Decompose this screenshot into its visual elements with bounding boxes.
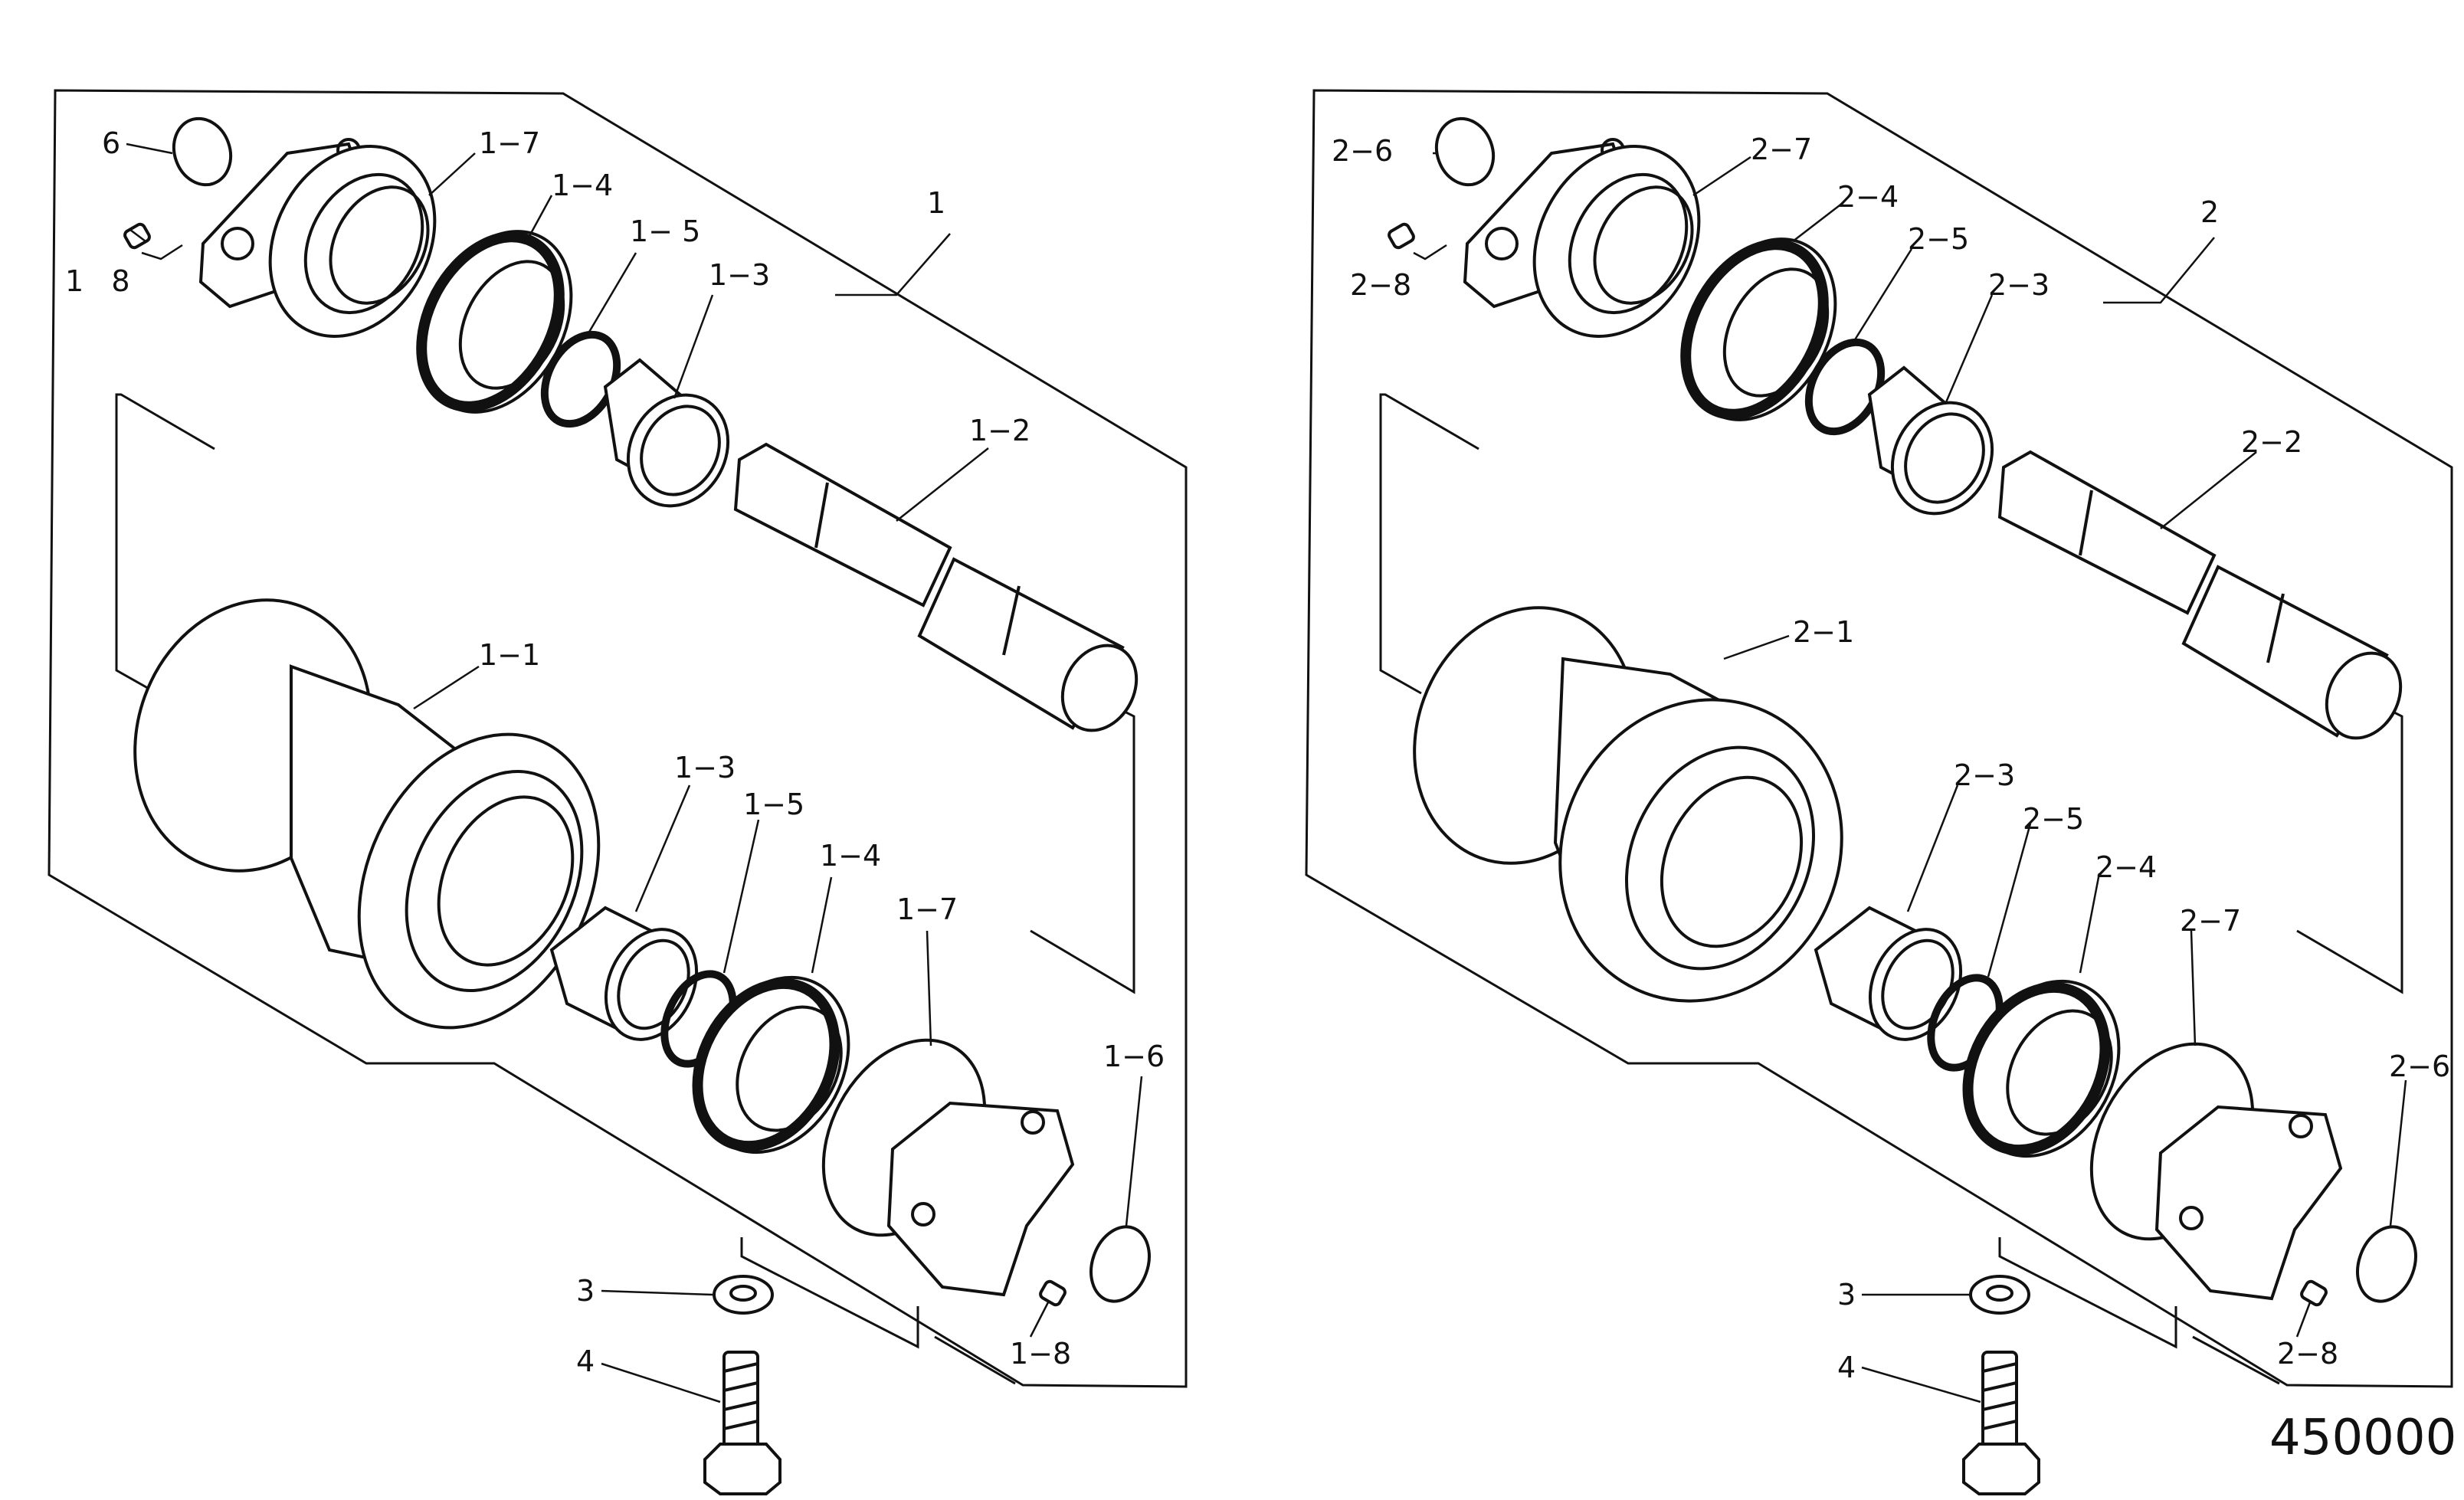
left-guide-upper <box>115 393 215 695</box>
left-snap-ring-bottom <box>1089 1225 1151 1303</box>
right-seal-top <box>1680 237 1837 421</box>
left-callout-shaft: 1−2 <box>969 414 1030 447</box>
right-seal-bottom <box>1962 979 2121 1158</box>
right-snap-ring-bottom <box>2356 1225 2417 1303</box>
left-callout-plug-bottom: 1−8 <box>1010 1337 1071 1371</box>
left-collar-bottom <box>821 1038 1075 1297</box>
left-callout-bushing-top: 1−3 <box>709 258 770 292</box>
right-callout-seal-bottom: 2−4 <box>2095 850 2157 884</box>
right-snap-ring-top <box>1434 116 1496 187</box>
left-callout-collar-bottom: 1−7 <box>896 892 958 926</box>
left-washer <box>713 1275 774 1315</box>
left-snap-ring-top <box>172 116 233 187</box>
right-leader-lines <box>1413 152 2407 1403</box>
left-bolt <box>703 1351 781 1495</box>
left-callout-collar-top: 1−7 <box>479 126 540 160</box>
right-callout-snap-ring-bottom: 2−6 <box>2389 1050 2450 1083</box>
right-plug-top <box>1388 222 1415 250</box>
right-callout-washer: 3 <box>1837 1278 1856 1312</box>
document-number: 450000 <box>2269 1410 2456 1466</box>
left-guide-lower <box>1030 707 1135 994</box>
left-seal-bottom <box>692 975 850 1154</box>
right-callout-bolt: 4 <box>1837 1351 1856 1384</box>
right-bolt <box>1962 1351 2040 1495</box>
right-collar-top <box>1463 138 1701 339</box>
right-bushing-bottom <box>1814 906 1963 1041</box>
left-callout-roller: 1−1 <box>479 638 540 672</box>
left-shaft <box>733 442 1139 732</box>
left-callout-seal-top: 1−4 <box>552 169 613 202</box>
left-callout-snap-ring-bottom: 1−6 <box>1103 1040 1165 1073</box>
left-guide-bolt <box>740 1237 1016 1385</box>
right-callout-assembly: 2 <box>2200 195 2219 229</box>
left-leader-lines <box>126 142 1143 1403</box>
right-assembly-boundary <box>1305 89 2453 1388</box>
right-guide-upper <box>1379 393 1479 695</box>
left-collar-top <box>198 138 437 339</box>
left-callout-seal-bottom: 1−4 <box>820 839 881 873</box>
right-assembly: 2 2−6 2−8 2−7 2−4 2−5 2−3 2−2 2−1 2−3 2−… <box>1305 89 2453 1495</box>
right-callout-collar-top: 2−7 <box>1751 133 1812 166</box>
right-plug-bottom <box>2300 1279 2328 1307</box>
left-plug-bottom <box>1039 1279 1067 1307</box>
left-callout-o-ring-top: 1− 5 <box>630 215 700 248</box>
left-callout-bolt: 4 <box>576 1344 595 1378</box>
left-callout-assembly: 1 <box>927 186 945 220</box>
right-callout-snap-ring-top: 2−6 <box>1332 134 1393 168</box>
right-callout-bushing-bottom: 2−3 <box>1954 758 2015 792</box>
left-bushing-top <box>603 358 730 508</box>
right-shaft <box>1997 450 2403 740</box>
right-callout-roller: 2−1 <box>1793 615 1854 649</box>
right-callout-o-ring-bottom: 2−5 <box>2023 802 2084 836</box>
left-bushing-bottom <box>549 906 699 1041</box>
right-callout-o-ring-top: 2−5 <box>1908 222 1969 256</box>
left-callout-washer: 3 <box>576 1274 595 1308</box>
right-guide-bolt <box>1998 1237 2280 1385</box>
right-callout-shaft: 2−2 <box>2241 425 2302 459</box>
left-seal-top <box>416 230 573 414</box>
left-callout-o-ring-bottom: 1−5 <box>743 788 804 821</box>
right-collar-bottom <box>2089 1042 2343 1301</box>
right-callout-collar-bottom: 2−7 <box>2180 904 2241 938</box>
right-callout-plug-bottom: 2−8 <box>2277 1337 2338 1371</box>
right-guide-lower <box>2296 707 2403 994</box>
right-callout-plug-top: 2−8 <box>1350 268 1411 302</box>
left-callout-plug-top: 1 8 <box>65 264 130 298</box>
left-roller <box>133 598 601 1030</box>
right-callout-bushing-top: 2−3 <box>1988 268 2050 302</box>
right-roller <box>1413 606 1843 1003</box>
left-assembly-boundary <box>48 89 1188 1388</box>
left-plug-top <box>123 222 151 250</box>
left-callout-snap-ring-top: 6 <box>102 126 120 160</box>
right-bushing-top <box>1867 365 1994 516</box>
left-assembly: 1 6 1 8 1−7 1−4 1− 5 1−3 1−2 1−1 1−3 1−5… <box>48 89 1188 1495</box>
right-washer <box>1969 1275 2030 1315</box>
right-callout-seal-top: 2−4 <box>1837 180 1899 214</box>
left-callout-bushing-bottom: 1−3 <box>674 751 736 784</box>
